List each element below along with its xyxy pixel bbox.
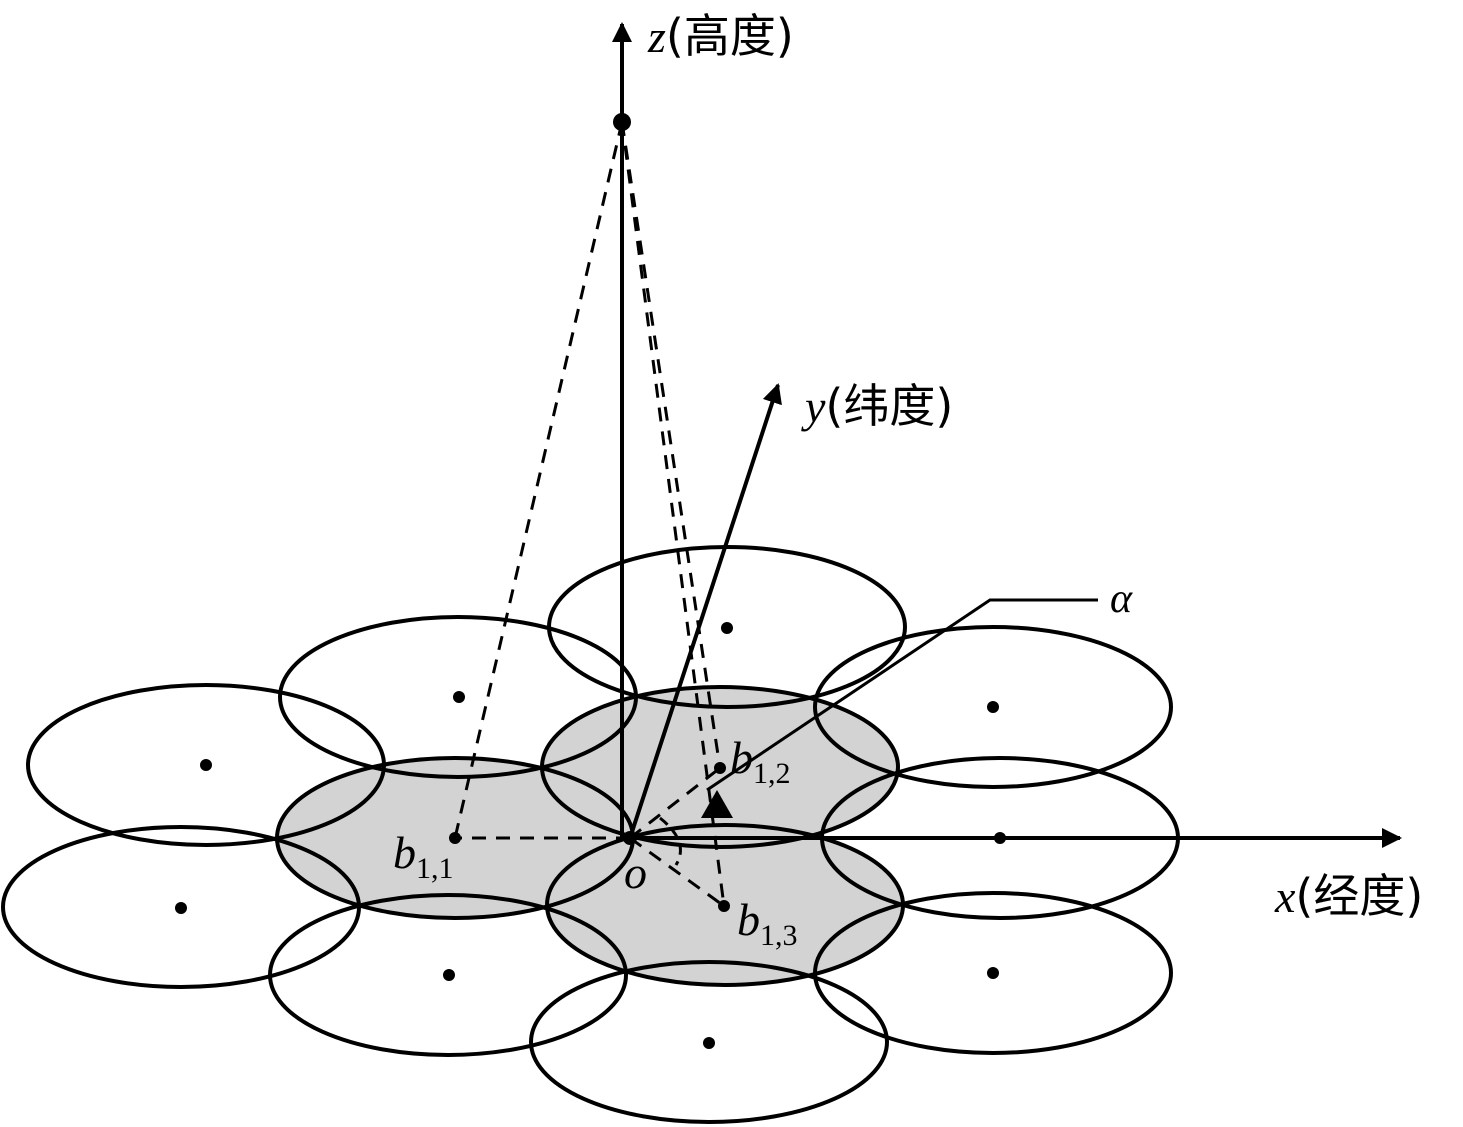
beam-centre-dot	[175, 902, 187, 914]
origin-label: o	[624, 847, 647, 898]
ray-to-b12	[620, 121, 722, 769]
beam-centre-dot	[721, 622, 733, 634]
beam-centre-dot	[987, 967, 999, 979]
alpha-leader-line	[706, 598, 1098, 792]
y-axis	[628, 383, 782, 839]
satellite-rays	[453, 121, 726, 908]
beam-centre-dot	[443, 969, 455, 981]
beam-centre-b13	[718, 900, 730, 912]
angle-label: α	[1110, 576, 1133, 622]
origin-dot	[623, 831, 637, 845]
beam-cell-shaded	[545, 823, 905, 987]
beam-cell	[813, 625, 1173, 789]
beam-label-b11: b1,1	[393, 827, 454, 885]
y-axis-label: y(纬度)	[801, 379, 953, 433]
beam-label-b12: b1,2	[730, 732, 791, 790]
beam-centre-dot	[453, 691, 465, 703]
angle-arrowhead	[701, 790, 733, 818]
z-axis-label: z(高度)	[647, 9, 794, 63]
beam-cell	[268, 893, 628, 1057]
origin-to-b13	[629, 836, 725, 908]
satellite-dot	[613, 113, 631, 131]
ray-to-b13	[620, 121, 726, 907]
beam-centre-dot	[987, 701, 999, 713]
beam-cell	[529, 960, 889, 1124]
x-axis-label: x(经度)	[1274, 869, 1423, 923]
angle-arc	[659, 816, 682, 866]
beam-label-b13: b1,3	[737, 894, 798, 952]
beam-cell-shaded	[540, 685, 900, 849]
origin-to-b12	[629, 766, 721, 840]
beam-centre-dot	[200, 759, 212, 771]
beam-centre-dot	[703, 1037, 715, 1049]
axes	[612, 22, 1402, 848]
ray-to-b11	[453, 121, 624, 839]
